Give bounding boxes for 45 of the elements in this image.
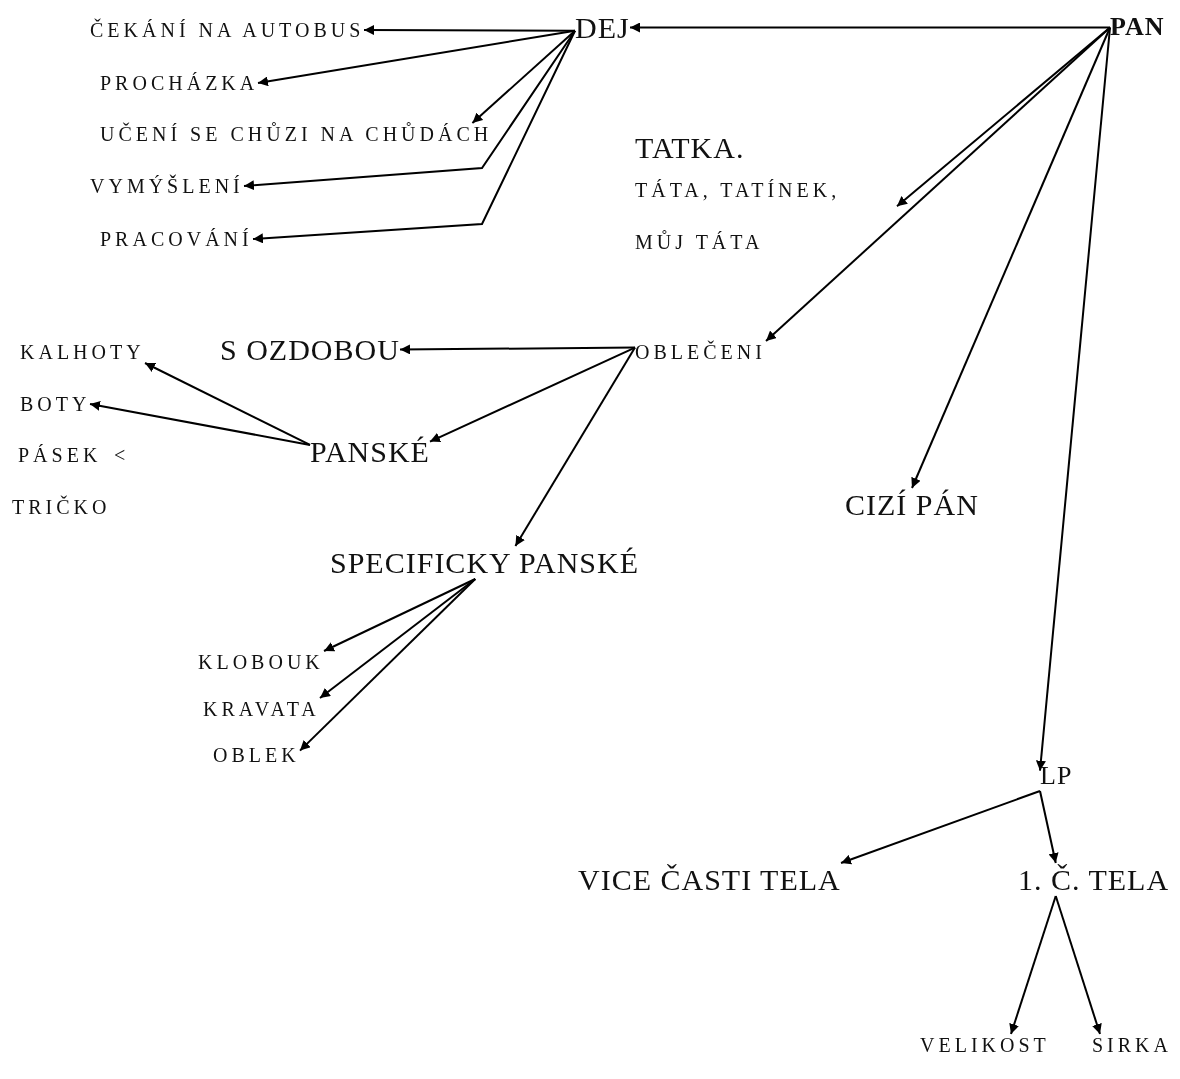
concept-label: ČEKÁNÍ NA AUTOBUS xyxy=(90,19,365,41)
arrow xyxy=(629,22,1111,33)
concept-label: KALHOTY xyxy=(20,341,145,363)
arrow xyxy=(911,26,1111,489)
arrow xyxy=(1009,895,1057,1035)
arrow xyxy=(471,29,576,124)
arrow xyxy=(252,29,576,244)
note-text: < xyxy=(114,444,126,466)
arrow xyxy=(144,362,311,446)
concept-label: PAN xyxy=(1110,13,1165,42)
concept-label: KRAVATA xyxy=(203,698,320,720)
arrow xyxy=(399,344,636,355)
arrow xyxy=(1054,895,1102,1035)
arrow xyxy=(514,346,636,547)
arrow xyxy=(243,29,576,191)
arrow xyxy=(299,578,477,752)
concept-label: UČENÍ SE CHŮZI NA CHŮDÁCH xyxy=(100,123,493,145)
concept-label: VYMÝŠLENÍ xyxy=(90,175,244,197)
concept-label: TATKA. xyxy=(635,131,746,164)
concept-label: S OZDOBOU xyxy=(220,333,400,366)
concept-label: VELIKOST xyxy=(920,1034,1050,1056)
concept-label: PANSKÉ xyxy=(310,435,430,468)
arrow xyxy=(429,346,636,443)
concept-label: OBLEK xyxy=(213,744,300,766)
concept-label: VICE ČASTI TELA xyxy=(578,863,841,896)
concept-label: SPECIFICKY PANSKÉ xyxy=(330,546,640,579)
concept-label: BOTY xyxy=(20,393,91,415)
concept-label: PROCHÁZKA xyxy=(100,72,259,94)
arrow xyxy=(765,26,1111,342)
concept-label: PRACOVÁNÍ xyxy=(100,228,253,250)
concept-text: TÁTA, TATÍNEK, MŮJ TÁTA xyxy=(635,178,842,255)
concept-label: LP xyxy=(1040,762,1073,791)
concept-label: PÁSEK xyxy=(18,444,102,466)
concept-label: KLOBOUK xyxy=(198,651,324,673)
concept-label: DEJ xyxy=(575,11,630,44)
concept-label: OBLEČENI xyxy=(635,341,766,363)
concept-label: 1. Č. TELA xyxy=(1018,863,1170,896)
arrow xyxy=(257,29,576,87)
arrow xyxy=(1035,26,1111,772)
arrow xyxy=(840,790,1041,865)
arrow xyxy=(89,400,311,446)
concept-label: TRIČKO xyxy=(12,496,111,518)
concept-label: CIZÍ PÁN xyxy=(845,488,979,521)
concept-label: SIRKA xyxy=(1092,1034,1172,1056)
arrow xyxy=(1039,790,1059,864)
